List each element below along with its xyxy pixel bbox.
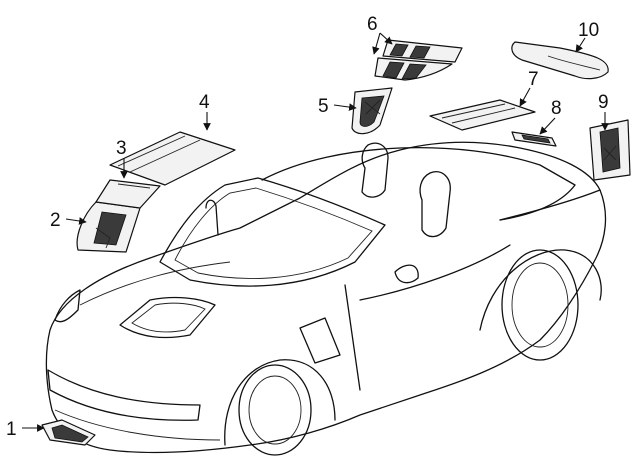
- callout-2: 2: [50, 210, 61, 231]
- seat-right: [419, 171, 451, 238]
- cockpit-edge: [261, 147, 576, 221]
- leader-lines: [22, 32, 609, 432]
- front-wheel: [238, 364, 312, 456]
- part-8-rear-stripe[interactable]: [511, 131, 557, 147]
- part-7-trunk-stripe[interactable]: [429, 99, 536, 131]
- car-illustration: [45, 141, 607, 456]
- part-9-rear-emblem[interactable]: [589, 119, 631, 181]
- part-10-spoiler-stripe[interactable]: [511, 41, 609, 80]
- a-pillar-post: [205, 199, 219, 236]
- side-mirror: [394, 264, 419, 284]
- callout-4: 4: [199, 92, 210, 113]
- front-wheel-rim: [248, 375, 302, 445]
- windshield-inner: [174, 187, 373, 279]
- windshield-frame: [159, 177, 386, 287]
- part-6-hood-decal[interactable]: [374, 39, 463, 81]
- side-vent: [299, 317, 341, 364]
- rear-deck: [499, 189, 601, 221]
- callout-10: 10: [578, 20, 599, 41]
- callout-7: 7: [528, 69, 539, 90]
- headlight: [54, 289, 81, 323]
- part-4-deck-stripe[interactable]: [109, 131, 236, 186]
- part-3-panel-stripe[interactable]: [95, 179, 161, 209]
- door-line: [344, 284, 361, 391]
- hood-vent: [119, 296, 216, 339]
- rear-wheel-rim: [511, 262, 569, 348]
- side-character-line: [359, 244, 511, 301]
- callout-9: 9: [598, 92, 609, 113]
- hood-vent-inner: [131, 302, 206, 333]
- front-splitter: [54, 409, 221, 441]
- rear-wheel: [501, 249, 579, 361]
- hood-crease: [79, 261, 231, 306]
- part-5-emblem[interactable]: [351, 87, 393, 135]
- callout-numbers: 1 2 3 4 5 6 7 8 9 10: [6, 14, 609, 440]
- car-body-outline: [45, 141, 607, 454]
- callout-5: 5: [318, 96, 329, 117]
- callout-6: 6: [367, 14, 378, 35]
- part-1-front-stripe[interactable]: [41, 419, 96, 446]
- callout-8: 8: [551, 98, 562, 119]
- callout-3: 3: [116, 138, 127, 159]
- seat-left: [361, 142, 389, 198]
- front-wheel-arch: [224, 359, 336, 446]
- part-2-hood-stripe[interactable]: [76, 201, 141, 253]
- front-grille: [47, 369, 201, 421]
- callout-1: 1: [6, 419, 17, 440]
- rear-wheel-arch: [479, 249, 602, 331]
